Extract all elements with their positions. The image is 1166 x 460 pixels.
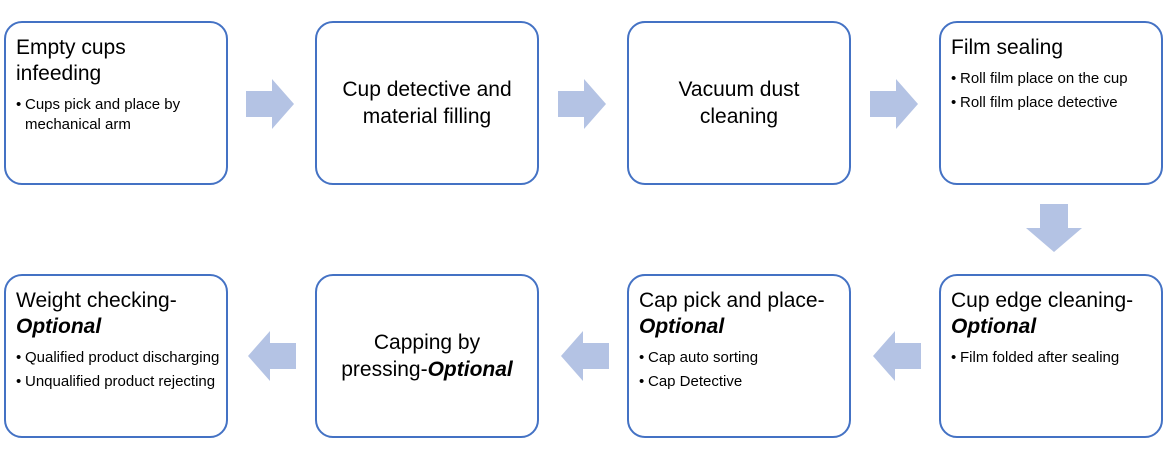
bullet-text: Qualified product discharging [25,349,220,366]
step-title-wrap: Cap pick and place- Optional [639,288,839,340]
bullet-text: Cap Detective [648,373,743,390]
step-title-wrap: Cup edge cleaning- Optional [951,288,1151,340]
bullet-item: •Roll film place on the cup [951,69,1161,89]
bullet-text: Roll film place on the cup [960,70,1128,87]
step-title: Cup detective and material filling [342,78,512,128]
optional-label: Optional [951,315,1037,338]
step-empty-cups-infeeding: Empty cups infeeding •Cups pick and plac… [4,21,228,185]
step-cup-edge-cleaning: Cup edge cleaning- Optional •Film folded … [939,274,1163,438]
optional-label: Optional [16,315,102,338]
step-title: Cap pick and place- [639,289,825,312]
step-title-wrap: Capping by pressing-Optional [317,329,537,383]
bullet-mark: • [639,349,645,366]
step-title: Cup edge cleaning- [951,289,1134,312]
step-capping-by-pressing: Capping by pressing-Optional [315,274,539,438]
arrow-right-icon [246,79,294,129]
bullet-item: •Film folded after sealing [951,348,1161,368]
arrow-down-icon [1026,204,1082,252]
bullet-item: •Cap auto sorting [639,348,849,368]
bullet-text: Unqualified product rejecting [25,373,216,390]
bullet-mark: • [951,70,957,87]
bullet-mark: • [951,349,957,366]
bullet-text: Cups pick and place by mechanical arm [25,96,181,133]
arrow-right-icon [558,79,606,129]
step-title: Capping by pressing- [341,331,481,381]
step-weight-checking: Weight checking- Optional •Qualified prod… [4,274,228,438]
bullet-item: •Cups pick and place by mechanical arm [16,95,226,135]
arrow-left-icon [248,331,296,381]
bullet-mark: • [16,349,22,366]
arrow-right-icon [870,79,918,129]
arrow-left-icon [873,331,921,381]
bullet-item: •Unqualified product rejecting [16,372,226,392]
bullet-text: Cap auto sorting [648,349,759,366]
bullet-mark: • [16,96,22,113]
step-cap-pick-and-place: Cap pick and place- Optional •Cap auto so… [627,274,851,438]
bullet-text: Film folded after sealing [960,349,1120,366]
step-vacuum-dust-cleaning: Vacuum dust cleaning [627,21,851,185]
bullet-mark: • [16,373,22,390]
optional-label: Optional [427,358,513,381]
step-film-sealing: Film sealing •Roll film place on the cup… [939,21,1163,185]
step-title-wrap: Weight checking- Optional [16,288,216,340]
bullet-item: •Roll film place detective [951,93,1161,113]
step-cup-detective-filling: Cup detective and material filling [315,21,539,185]
arrow-left-icon [561,331,609,381]
optional-label: Optional [639,315,725,338]
bullet-item: •Qualified product discharging [16,348,226,368]
step-title: Vacuum dust cleaning [678,78,800,128]
bullet-mark: • [639,373,645,390]
step-title: Film sealing [951,36,1064,59]
bullet-text: Roll film place detective [960,94,1118,111]
step-title: Weight checking- [16,289,177,312]
step-title: Empty cups infeeding [16,36,126,85]
bullet-mark: • [951,94,957,111]
bullet-item: •Cap Detective [639,372,849,392]
